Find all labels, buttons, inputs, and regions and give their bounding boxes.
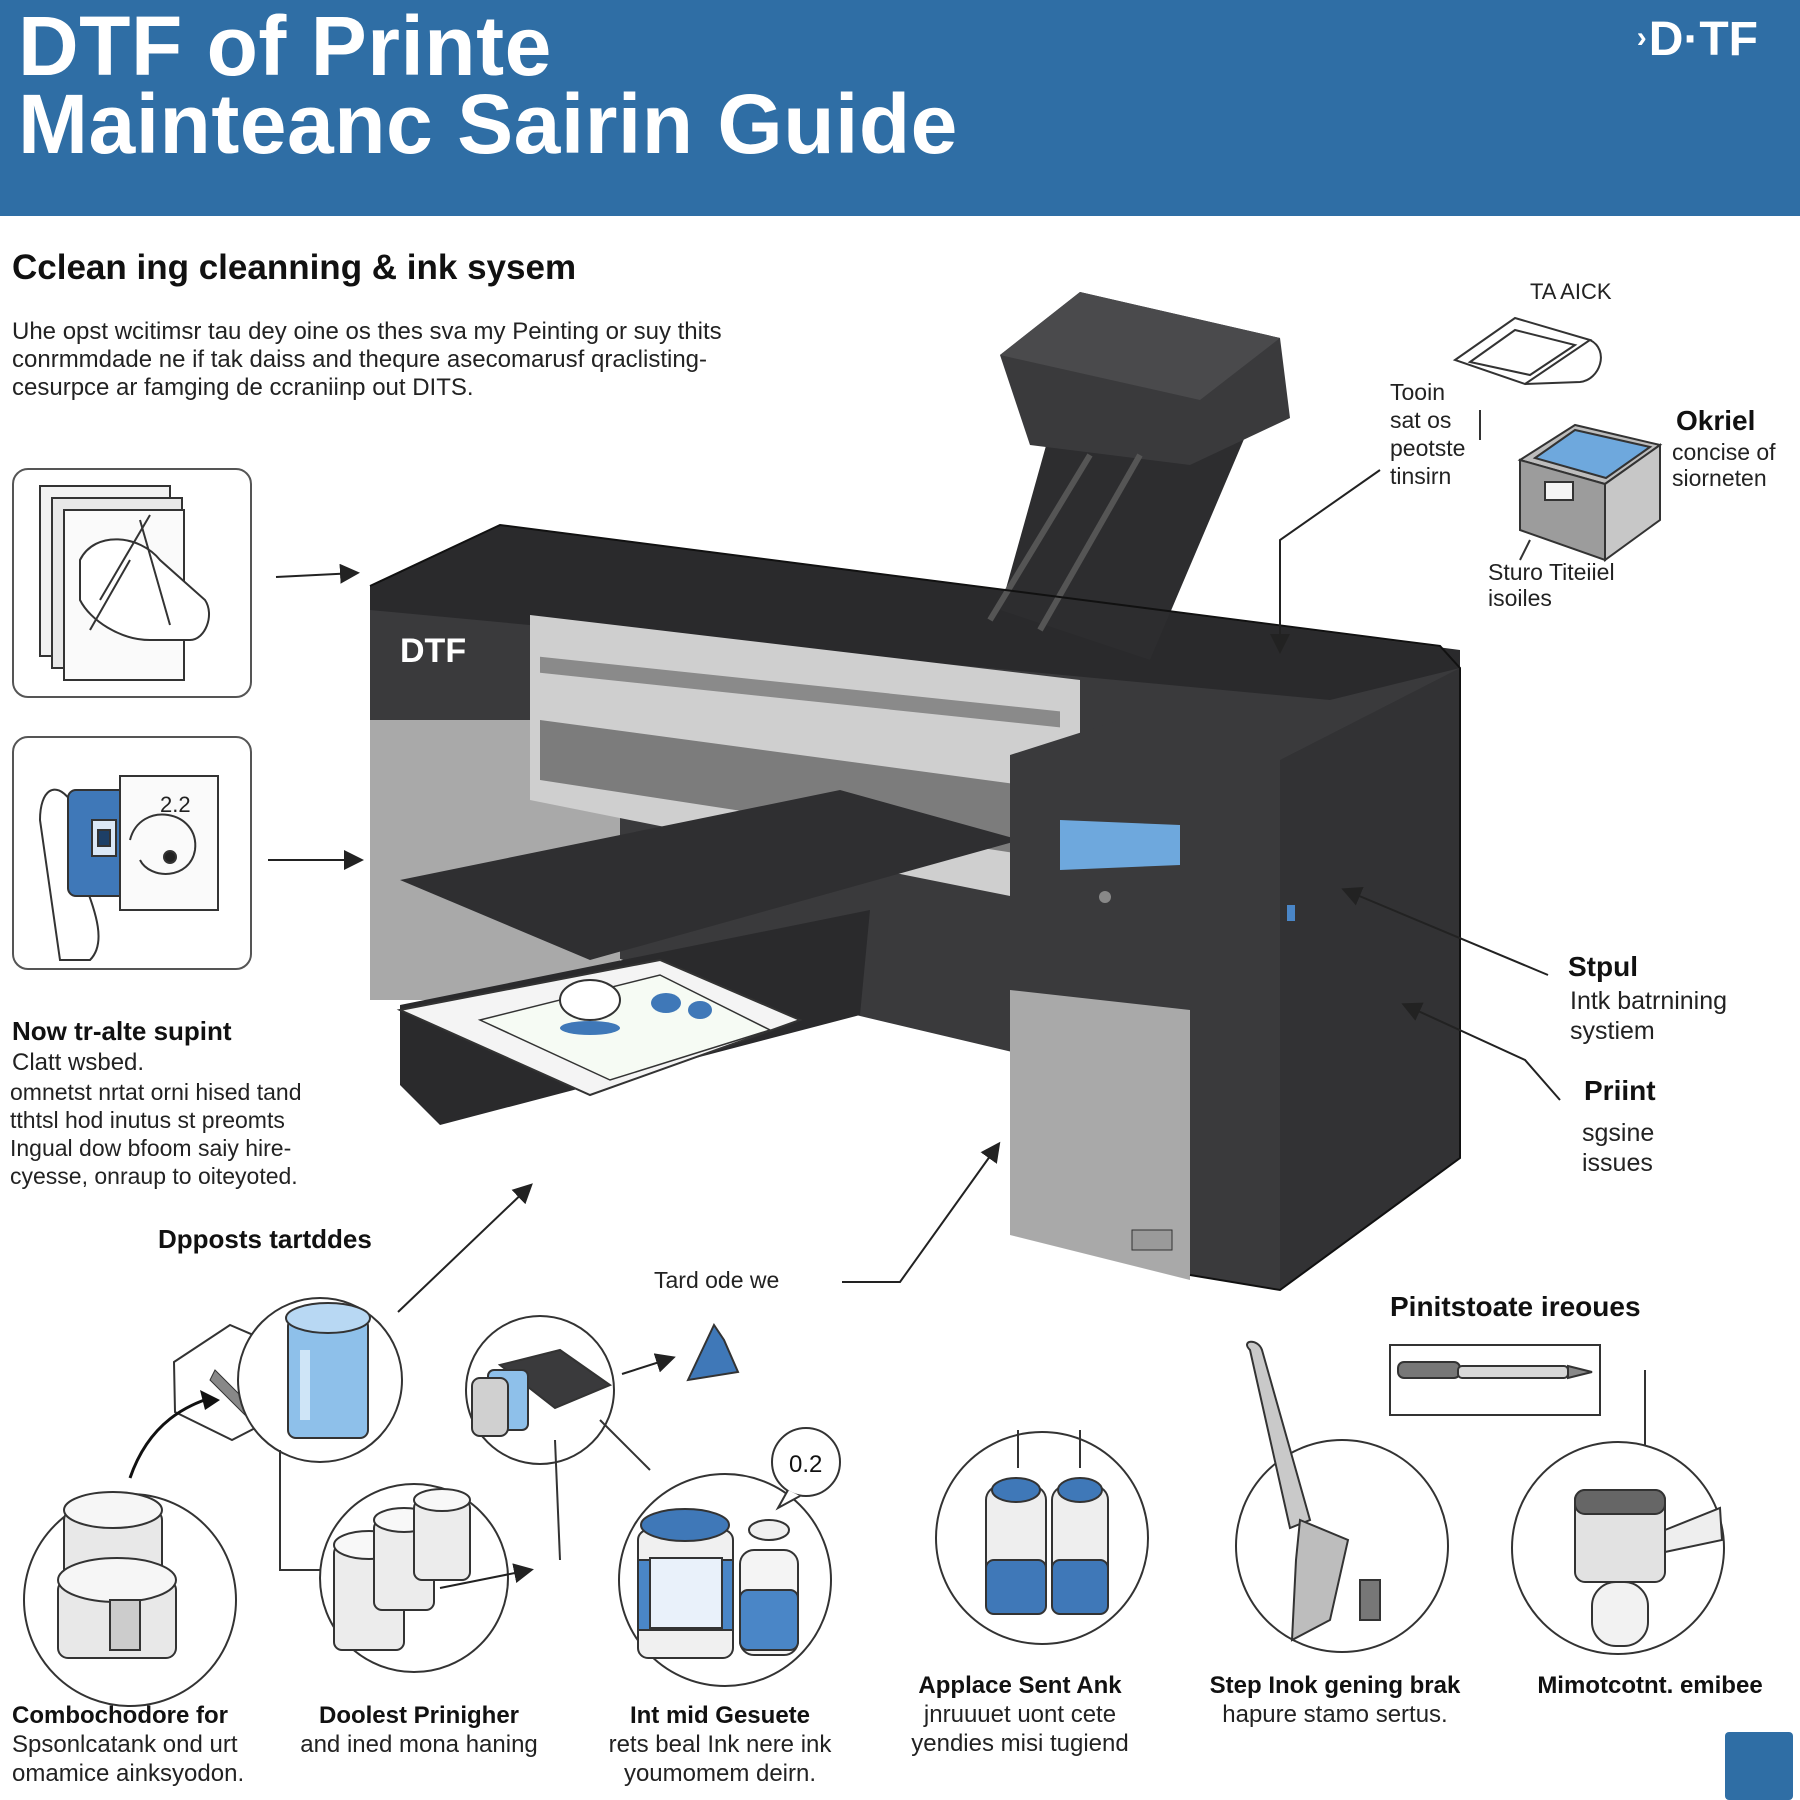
- ink-jar-icon: [637, 1508, 799, 1659]
- caption-2-line-1: and ined mona haning: [300, 1730, 538, 1758]
- callout-okriel-sub-2: siorneten: [1672, 465, 1767, 491]
- caption-5-line-1: hapure stamo sertus.: [1222, 1700, 1448, 1728]
- intro-line-3: cesurpce ar famging de ccraniinp out DIT…: [12, 374, 474, 401]
- callout-stpul-title: Stpul: [1568, 951, 1638, 982]
- ink-bottles-icon: [333, 1488, 471, 1651]
- caption-1: Combochodore for Spsonlcatank ond urt om…: [12, 1702, 264, 1788]
- cartridge-stack-icon: [57, 1491, 177, 1659]
- caption-6: Mimotcotnt. emibee: [1510, 1672, 1790, 1701]
- callout-tard: Tard ode we: [654, 1267, 780, 1293]
- page-title-line-2: Mainteanc Sairin Guide: [18, 77, 958, 171]
- frame-icon: [1452, 316, 1602, 386]
- ink-tank-box-icon: [1517, 423, 1663, 562]
- corner-badge-icon: [1725, 1732, 1793, 1800]
- callout-sturo-2: isoiles: [1488, 585, 1552, 611]
- callout-okriel-sub-1: concise of: [1672, 439, 1776, 465]
- left-notes-line-3: Ingual dow bfoom saiy hire-: [10, 1135, 292, 1161]
- print-head-icon: [1574, 1489, 1724, 1647]
- callout-toom-3: peotste: [1390, 435, 1466, 461]
- caption-3-line-1: rets beal Ink nere ink: [608, 1730, 832, 1758]
- callout-deposits: Dpposts tartddes: [158, 1224, 372, 1254]
- filter-tray-icon: [471, 1348, 613, 1437]
- section-heading: Cclean ing cleanning & ink sysem: [12, 248, 577, 287]
- brand-logo: ›D·TF: [1637, 12, 1758, 67]
- left-notes-line-1: omnetst nrtat orni hised tand: [10, 1079, 302, 1105]
- brand-logo-text: D·TF: [1648, 13, 1758, 66]
- brand-arrow-icon: ›: [1636, 21, 1647, 54]
- intro-line-2: conrmmdade ne if tak daiss and thequre a…: [12, 346, 708, 373]
- intro-line-1: Uhe opst wcitimsr tau dey oine os thes s…: [12, 318, 722, 345]
- caption-4-line-1: jnruuuet uont cete: [923, 1700, 1117, 1728]
- page-title-line-1: DTF of Printe: [18, 0, 552, 93]
- syringe-tool-icon: [1397, 1361, 1593, 1380]
- caption-4-line-2: yendies misi tugiend: [911, 1729, 1129, 1757]
- caption-6-title: Mimotcotnt. emibee: [1537, 1672, 1763, 1699]
- caption-1-line-1: Spsonlcatank ond urt: [12, 1730, 238, 1758]
- caption-2: Doolest Prinigher and ined mona haning: [284, 1702, 554, 1760]
- dtf-printer: [369, 292, 1461, 1292]
- callout-stpul-sub-2: systiem: [1570, 1017, 1655, 1045]
- caption-1-line-2: omamice ainksyodon.: [12, 1759, 245, 1787]
- callout-toom-4: tinsirn: [1390, 463, 1452, 489]
- blue-container-icon: [285, 1302, 371, 1439]
- callout-taack: TA AICK: [1530, 279, 1612, 304]
- callout-print-title: Priint: [1584, 1075, 1656, 1106]
- caption-2-title: Doolest Prinigher: [318, 1702, 520, 1729]
- caption-5: Step Inok gening brak hapure stamo sertu…: [1190, 1672, 1480, 1730]
- hand-swab-icon: [39, 485, 210, 681]
- printer-logo: DTF: [400, 632, 466, 670]
- caption-5-title: Step Inok gening brak: [1209, 1672, 1461, 1699]
- two-bottles-icon: [985, 1430, 1109, 1615]
- callout-print-sub-1: sgsine: [1582, 1119, 1655, 1147]
- caption-3-line-2: youmomem deirn.: [623, 1759, 817, 1787]
- callout-okriel-title: Okriel: [1676, 405, 1756, 436]
- callout-pinits: Pinitstoate ireoues: [1390, 1291, 1641, 1322]
- header-banner: DTF of Printe Mainteanc Sairin Guide ›D·…: [0, 0, 1800, 216]
- callout-stpul-sub-1: Intk batrnining: [1570, 987, 1728, 1015]
- spatula-icon: [1246, 1340, 1381, 1642]
- left-notes-title: Now tr-alte supint: [12, 1016, 232, 1046]
- caption-3: Int mid Gesuete rets beal Ink nere ink y…: [590, 1702, 850, 1788]
- left-notes-subtitle: Clatt wsbed.: [12, 1049, 145, 1076]
- callout-toom-2: sat os: [1390, 407, 1452, 433]
- caption-4-title: Applace Sent Ank: [918, 1672, 1122, 1699]
- cartridge-hand-icon: [38, 775, 219, 961]
- caption-3-title: Int mid Gesuete: [629, 1702, 811, 1729]
- bubble-step-number: 0.2: [789, 1451, 822, 1478]
- left-notes-line-2: tthtsl hod inutus st preomts: [10, 1107, 285, 1133]
- card-step-number: 2.2: [160, 792, 191, 817]
- caption-1-title: Combochodore for: [12, 1702, 228, 1729]
- callout-sturo-1: Sturo Titeiiel: [1488, 559, 1615, 585]
- left-notes-line-4: cyesse, onraup to oiteyoted.: [10, 1163, 298, 1189]
- caption-4: Applace Sent Ank jnruuuet uont cete yend…: [890, 1672, 1150, 1758]
- callout-toom-1: Tooin: [1390, 379, 1445, 405]
- callout-print-sub-2: issues: [1582, 1149, 1653, 1177]
